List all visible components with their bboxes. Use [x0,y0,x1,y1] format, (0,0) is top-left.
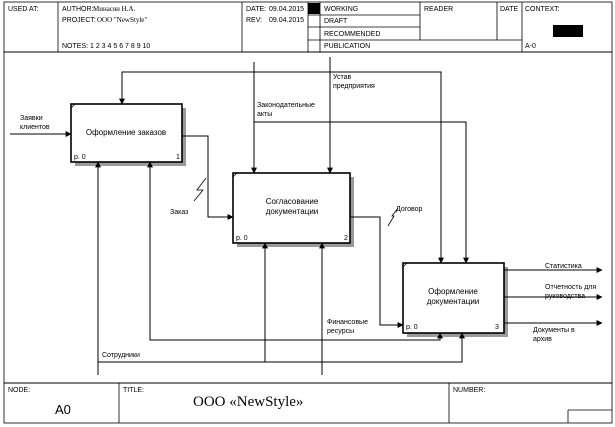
title-label: TITLE: [123,387,144,394]
arrow-staff-box3 [265,332,465,363]
node-label: NODE: [8,387,30,394]
label-staff: Сотрудники [102,352,140,359]
label-requests-line1: Заявки [20,115,43,122]
label-law-line2: акты [257,111,272,118]
number-label: NUMBER: [453,387,485,394]
box-2-cost: р. 0 [236,235,248,242]
notes-label: NOTES: [62,43,88,50]
project-label: PROJECT: [62,17,96,24]
date-label: DATE: [246,6,266,13]
box-3-number: 3 [495,324,499,331]
label-law-line1: Законодательные [257,102,315,109]
label-requests-line2: клиентов [20,124,50,131]
arrow-charter-box3 [330,71,444,264]
project-value: ООО "NewStyle" [97,16,147,24]
label-reports-line1: Отчетность для [545,284,596,291]
date-value: 09.04.2015 [269,6,304,13]
label-reports-line2: руководства [545,293,585,300]
box-2-number: 2 [344,235,348,242]
label-archive-line1: Документы в [533,327,575,334]
label-finance-line2: ресурсы [327,328,354,335]
node-value: A0 [55,402,71,417]
label-order: Заказ [170,209,188,216]
label-charter-line1: Устав [333,74,351,81]
context-label: CONTEXT: [525,6,560,13]
label-charter-line2: предприятия [333,83,375,90]
box-1-title: Оформление заказов [86,128,166,137]
author-value: Минасян Н.А. [93,5,136,13]
activity-box-3[interactable]: Оформление документации р. 0 3 [402,262,508,337]
header-frame [3,1,613,424]
arrow-charter-box1 [119,71,330,105]
squiggle-contract [387,207,399,227]
label-contract: Договор [396,206,423,213]
date2-label: DATE [500,6,518,13]
activity-box-1[interactable]: Оформление заказов р. 0 1 [70,103,186,166]
diagram-title: ООО «NewStyle» [193,394,303,410]
label-finance-line1: Финансовые [327,319,368,326]
author-label: AUTHOR: [62,6,94,13]
arrow-contract [350,216,404,328]
used-at-label: USED AT: [8,6,39,13]
activity-box-2[interactable]: Согласование документации р. 0 2 [232,172,354,247]
status-publication: PUBLICATION [324,43,370,50]
status-working: WORKING [324,6,358,13]
status-recommended: RECOMMENDED [324,31,380,38]
arrow-order [182,135,234,220]
status-draft: DRAFT [324,18,348,25]
arrow-law-box3 [254,121,469,264]
squiggle-order [193,177,207,202]
node-ref: A-0 [525,43,536,50]
box-2-title-line2: документации [266,207,319,216]
context-thumbnail [553,25,583,37]
box-1-number: 1 [176,154,180,161]
reader-label: READER [424,6,453,13]
label-statistics: Статистика [545,263,582,270]
footer-frame [4,382,612,423]
box-3-title-line2: документации [427,297,480,306]
box-3-cost: р. 0 [406,324,418,331]
label-archive-line2: архив [533,336,552,343]
arrow-finance-box3 [322,332,443,341]
arrow-staff-box2 [98,242,268,363]
notes-numbers: 1 2 3 4 5 6 7 8 9 10 [90,43,150,50]
box-1-cost: р. 0 [74,154,86,161]
rev-value: 09.04.2015 [269,17,304,24]
working-checkbox [308,3,320,14]
box-2-title-line1: Согласование [266,197,319,206]
box-3-title-line1: Оформление [428,287,478,296]
rev-label: REV: [246,17,262,24]
